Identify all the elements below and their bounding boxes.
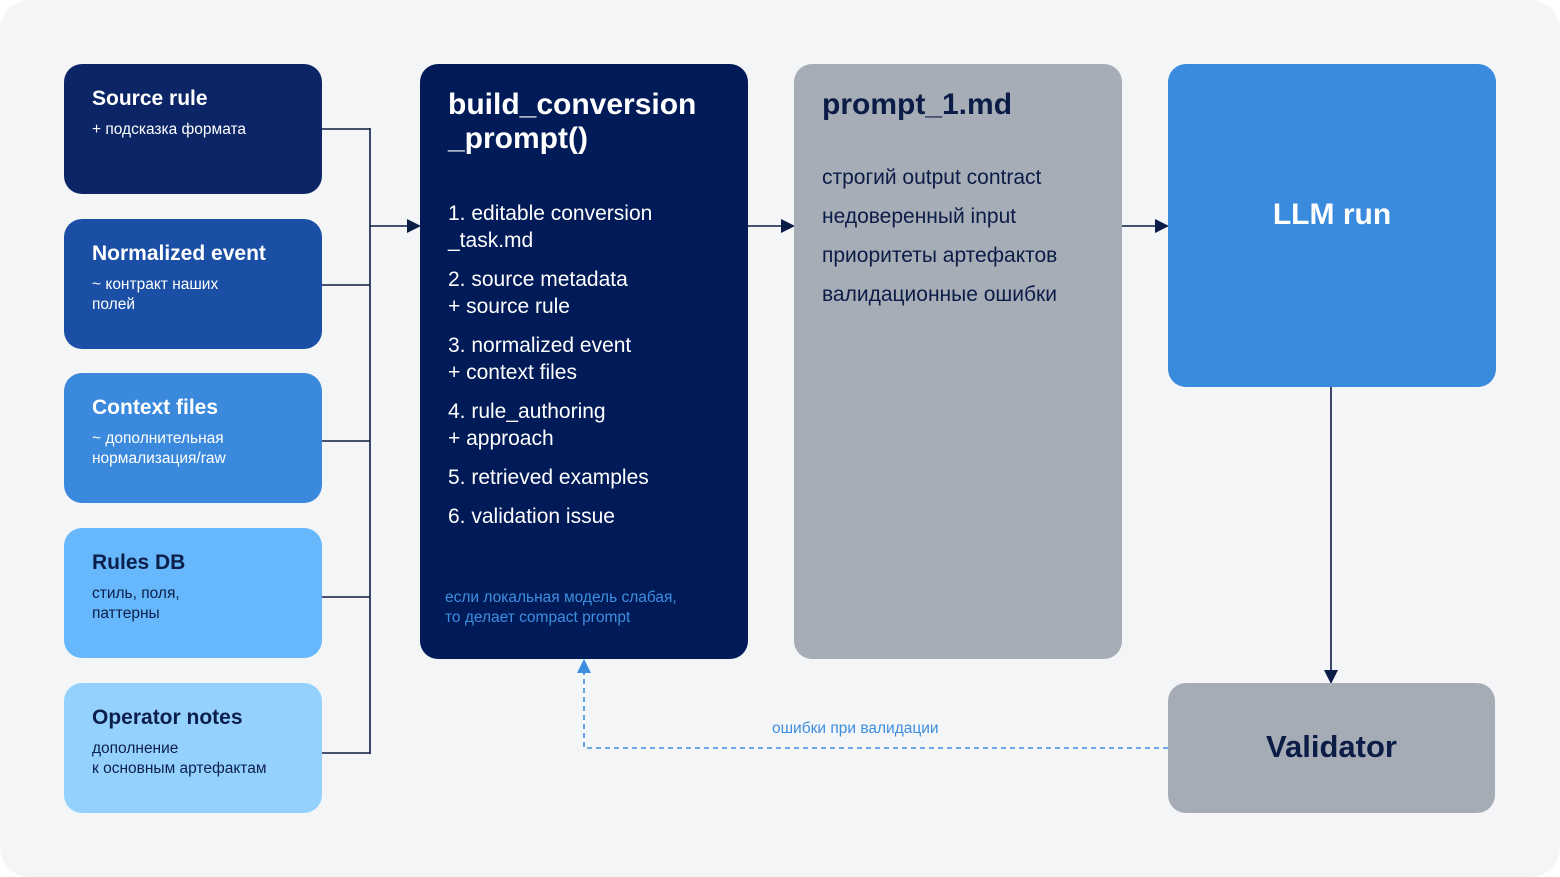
input-normalized-event: Normalized event ~ контракт наших полей [64, 219, 322, 349]
input-title: Normalized event [92, 242, 266, 265]
validator-title: Validator [1266, 729, 1397, 764]
prompt-item: приоритеты артефактов [822, 244, 1058, 267]
feedback-label: ошибки при валидации [772, 720, 939, 737]
builder-step: 1. editable conversion _task.md [448, 202, 653, 252]
prompt-item: недоверенный input [822, 205, 1017, 228]
feedback-arrow [577, 659, 1168, 749]
input-subtitle: + подсказка формата [92, 121, 247, 138]
input-title: Source rule [92, 87, 208, 110]
builder-box: build_conversion _prompt() 1. editable c… [420, 64, 748, 659]
builder-step: 5. retrieved examples [448, 466, 649, 489]
input-subtitle: стиль, поля, паттерны [92, 585, 180, 622]
input-rules-db: Rules DB стиль, поля, паттерны [64, 528, 322, 658]
builder-step: 2. source metadata + source rule [448, 268, 628, 318]
builder-steps: 1. editable conversion _task.md 2. sourc… [448, 200, 728, 530]
prompt-item: валидационные ошибки [822, 283, 1057, 306]
prompt-file-box: prompt_1.md строгий output contract недо… [794, 64, 1122, 659]
builder-note: если локальная модель слабая, то делает … [445, 589, 677, 626]
input-subtitle: ~ дополнительная нормализация/raw [92, 430, 226, 467]
input-source-rule: Source rule + подсказка формата [64, 64, 322, 194]
builder-title: build_conversion _prompt() [448, 88, 697, 155]
input-subtitle: дополнение к основным артефактам [92, 740, 267, 777]
validator-box: Validator [1168, 683, 1495, 813]
builder-step: 3. normalized event + context files [448, 334, 632, 384]
input-subtitle: ~ контракт наших полей [92, 276, 219, 313]
prompt-items: строгий output contract недоверенный inp… [822, 164, 1102, 308]
input-title: Context files [92, 396, 219, 419]
llm-title: LLM run [1272, 198, 1392, 231]
builder-step: 4. rule_authoring + approach [448, 400, 606, 450]
llm-run-box: LLM run [1168, 64, 1496, 387]
input-title: Rules DB [92, 551, 186, 574]
builder-step: 6. validation issue [448, 505, 615, 528]
prompt-title: prompt_1.md [822, 88, 1013, 121]
input-context-files: Context files ~ дополнительная нормализа… [64, 373, 322, 503]
input-operator-notes: Operator notes дополнение к основным арт… [64, 683, 322, 813]
input-title: Operator notes [92, 706, 243, 729]
prompt-item: строгий output contract [822, 166, 1042, 189]
